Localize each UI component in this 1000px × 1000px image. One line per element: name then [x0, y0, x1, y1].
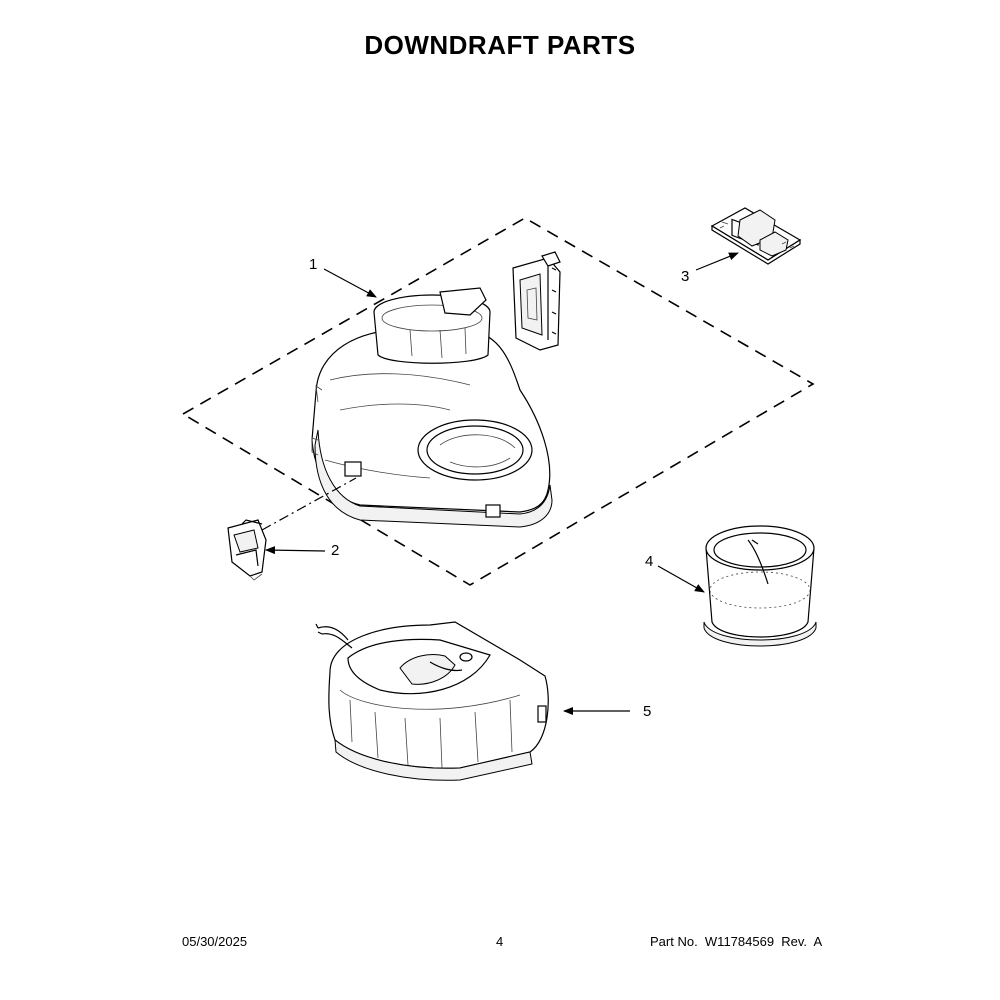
callout-2: 2	[331, 542, 340, 559]
page-title: DOWNDRAFT PARTS	[364, 30, 636, 60]
blower-housing-icon	[311, 287, 553, 528]
control-board-icon	[710, 207, 802, 265]
callout-3: 3	[681, 268, 690, 285]
leader-arrow-icon	[265, 252, 739, 715]
callout-4: 4	[645, 553, 654, 570]
footer-part-number: Part No. W11784569 Rev. A	[650, 934, 823, 949]
footer-page-number: 4	[496, 934, 504, 949]
filter-bracket-icon	[512, 251, 561, 351]
callout-5: 5	[643, 703, 652, 720]
bracket-clip-icon	[227, 519, 267, 581]
blower-motor-icon	[315, 621, 549, 781]
footer-date: 05/30/2025	[182, 934, 248, 949]
duct-collar-icon	[703, 525, 817, 647]
callout-1: 1	[309, 256, 318, 273]
assembly-boundary	[181, 217, 815, 586]
